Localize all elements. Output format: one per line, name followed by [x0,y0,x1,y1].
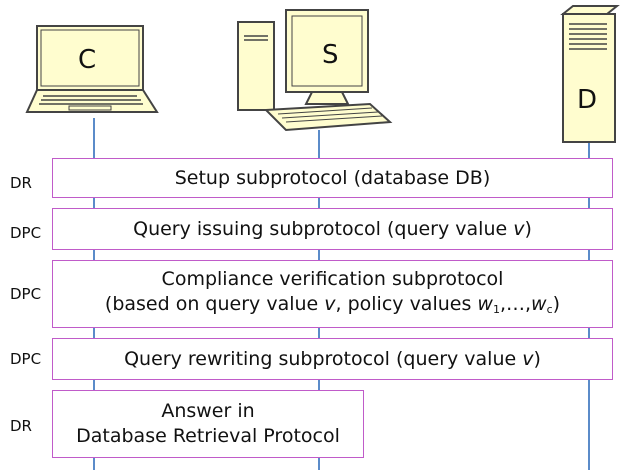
setup-subprotocol-box: Setup subprotocol (database DB) [52,158,613,198]
step-text: Query issuing subprotocol (query value [133,217,514,240]
policy-subscript-last: c [546,302,553,316]
laptop-icon [25,25,159,113]
step-text: (based on query value [104,292,325,315]
query-variable: v [324,292,336,315]
step-tag: DPC [10,224,42,242]
step-text-mid: , policy values [335,292,478,315]
step-text-line1: Compliance verification subprotocol [161,267,504,290]
step-text-line2: Database Retrieval Protocol [76,425,340,447]
step-text: Setup subprotocol (database DB) [174,166,491,189]
query-issuing-box: Query issuing subprotocol (query value v… [52,208,613,250]
policy-variable-last: w [531,292,547,315]
policy-variable-first: w [477,292,493,315]
server-label: S [322,40,339,70]
step-text-end: ) [524,217,532,240]
compliance-verification-box: Compliance verification subprotocol (bas… [52,260,613,328]
desktop-computer-icon [237,9,393,132]
step-tag: DPC [10,285,42,303]
client-label: C [78,45,97,75]
step-tag: DR [10,417,32,435]
step-text-end: ) [533,347,541,370]
server-tower-icon [560,5,620,143]
step-tag: DPC [10,350,42,368]
step-text-end: ) [552,292,561,315]
step-tag: DR [10,174,32,192]
answer-box: Answer in Database Retrieval Protocol [52,390,364,458]
query-rewriting-box: Query rewriting subprotocol (query value… [52,338,613,380]
ellipsis: ,…, [499,292,532,315]
policy-subscript-first: 1 [492,302,500,316]
step-text-line1: Answer in [161,400,255,422]
database-label: D [577,85,598,115]
query-variable: v [513,217,525,240]
step-text: Query rewriting subprotocol (query value [124,347,523,370]
query-variable: v [522,347,534,370]
